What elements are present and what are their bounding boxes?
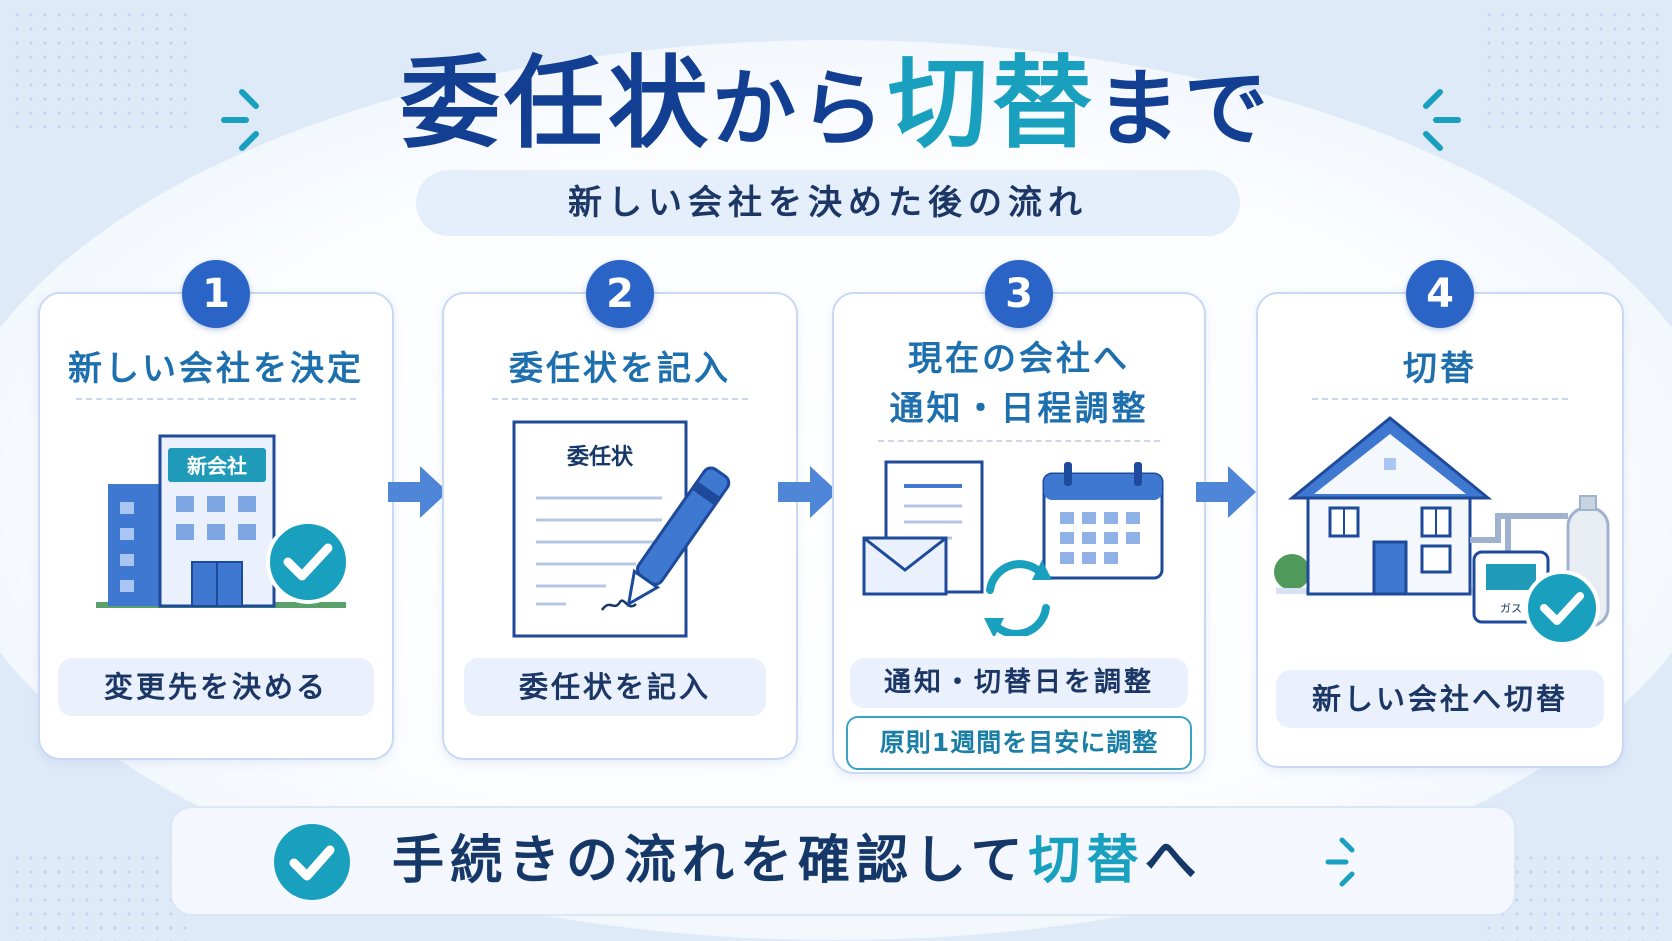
step-title: 切替 — [1403, 349, 1477, 389]
step-title-line2: 通知・日程調整 — [889, 389, 1149, 429]
step-pill: 新しい会社へ切替 — [1276, 670, 1604, 728]
bottom-text-end: へ — [1144, 831, 1203, 891]
bottom-text-main: 手続きの流れを確認して — [392, 831, 1029, 891]
dot-pattern — [10, 8, 190, 128]
title-part2: から — [711, 60, 888, 158]
document-icon: 委任状 — [506, 412, 746, 642]
step-pill: 委任状を記入 — [464, 658, 766, 716]
bottom-text-highlight: 切替 — [1028, 831, 1145, 891]
burst-icon — [1322, 834, 1378, 890]
building-icon: 新会社 — [90, 422, 360, 618]
step-title: 新しい会社を決定 — [68, 349, 364, 389]
dot-pattern — [1482, 8, 1662, 128]
step-card-1: 1 新しい会社を決定 新会社 変更先を決める — [38, 260, 394, 760]
dot-pattern — [10, 851, 190, 941]
step-pill: 変更先を決める — [58, 658, 374, 716]
step-number: 1 — [182, 260, 250, 328]
arrow-right-icon — [1194, 460, 1258, 524]
step-pill: 通知・切替日を調整 — [850, 658, 1188, 708]
step-card-3: 3 現在の会社へ 通知・日程調整 — [832, 260, 1206, 774]
bottom-banner: 手続きの流れを確認して切替へ — [170, 806, 1516, 916]
check-icon — [1524, 570, 1600, 646]
arrow-right-icon — [776, 460, 840, 524]
step-title-line1: 現在の会社へ — [908, 339, 1130, 379]
step-number: 4 — [1406, 260, 1474, 328]
arrow-right-icon — [386, 460, 450, 524]
envelope-icon — [862, 536, 948, 596]
refresh-icon — [984, 560, 1052, 638]
step-card-2: 2 委任状を記入 委任状 委任状を記入 — [442, 260, 798, 760]
pen-icon — [626, 466, 731, 607]
burst-icon — [218, 84, 288, 154]
building-sign: 新会社 — [187, 454, 247, 478]
check-icon — [272, 822, 352, 902]
subtitle: 新しい会社を決めた後の流れ — [416, 170, 1240, 236]
calendar-icon — [1042, 462, 1164, 580]
main-title: 委任状から切替まで — [0, 44, 1672, 169]
meter-label: ガス — [1500, 602, 1522, 615]
step-card-4: 4 切替 — [1256, 260, 1624, 768]
house-icon — [1287, 416, 1493, 596]
title-part1: 委任状 — [399, 45, 712, 162]
document-title: 委任状 — [567, 444, 634, 470]
burst-icon — [1394, 84, 1464, 154]
bottom-message: 手続きの流れを確認して切替へ — [392, 808, 1202, 914]
step-title: 委任状を記入 — [509, 349, 731, 389]
step-number: 2 — [586, 260, 654, 328]
title-part3: 切替 — [888, 45, 1096, 162]
step-note: 原則1週間を目安に調整 — [846, 716, 1192, 770]
step-number: 3 — [985, 260, 1053, 328]
title-part4: まで — [1096, 60, 1273, 158]
